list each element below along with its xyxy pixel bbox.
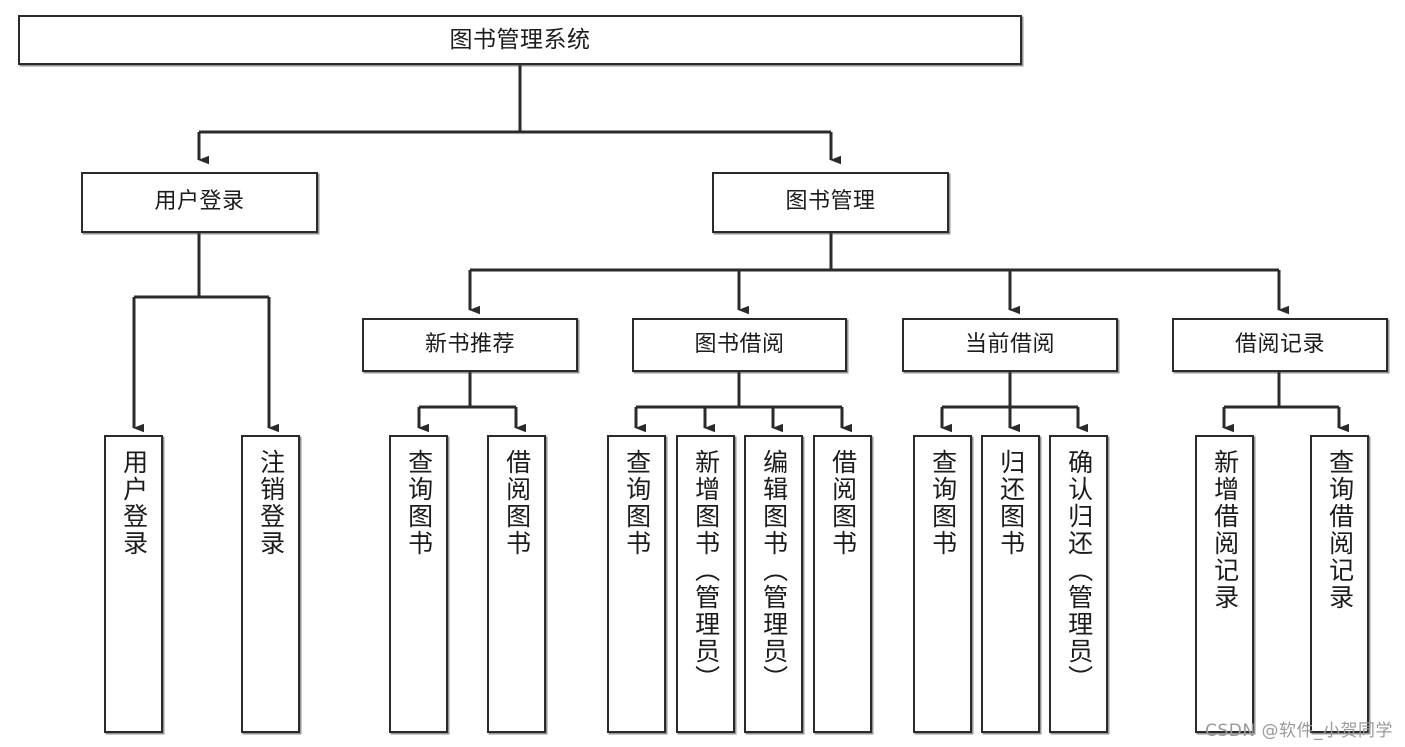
node-book-manage[interactable]: 图书管理 xyxy=(712,172,949,233)
node-label: 编辑图书（管理员） xyxy=(759,449,789,692)
leaf-query-record[interactable]: 查询借阅记录 xyxy=(1310,435,1369,733)
leaf-query-book-1[interactable]: 查询图书 xyxy=(389,435,448,733)
node-label: 查询图书 xyxy=(622,449,652,557)
node-label: 新增图书（管理员） xyxy=(691,449,721,692)
node-label: 借阅图书 xyxy=(828,449,858,557)
node-label: 查询图书 xyxy=(404,449,434,557)
leaf-add-book[interactable]: 新增图书（管理员） xyxy=(676,435,735,733)
node-borrow-record[interactable]: 借阅记录 xyxy=(1172,318,1388,372)
leaf-borrow-book-1[interactable]: 借阅图书 xyxy=(487,435,546,733)
leaf-query-book-2[interactable]: 查询图书 xyxy=(607,435,666,733)
leaf-add-record[interactable]: 新增借阅记录 xyxy=(1195,435,1254,733)
node-book-borrow[interactable]: 图书借阅 xyxy=(632,318,847,372)
node-user-login[interactable]: 用户登录 xyxy=(81,172,318,233)
node-label: 图书借阅 xyxy=(694,331,785,357)
node-label: 确认归还（管理员） xyxy=(1064,449,1094,692)
node-label: 借阅记录 xyxy=(1234,331,1325,357)
node-label: 用户登录 xyxy=(154,189,245,215)
leaf-return-book[interactable]: 归还图书 xyxy=(981,435,1040,733)
leaf-query-book-3[interactable]: 查询图书 xyxy=(913,435,972,733)
node-label: 图书管理 xyxy=(785,189,876,215)
leaf-confirm-return[interactable]: 确认归还（管理员） xyxy=(1049,435,1108,733)
node-label: 查询图书 xyxy=(928,449,958,557)
node-current-borrow[interactable]: 当前借阅 xyxy=(902,318,1118,372)
leaf-user-login[interactable]: 用户登录 xyxy=(104,435,163,733)
leaf-logout[interactable]: 注销登录 xyxy=(241,435,300,733)
node-new-book-recommend[interactable]: 新书推荐 xyxy=(362,318,578,372)
leaf-edit-book[interactable]: 编辑图书（管理员） xyxy=(744,435,803,733)
node-label: 注销登录 xyxy=(256,449,286,557)
node-label: 用户登录 xyxy=(119,449,149,557)
node-label: 新书推荐 xyxy=(424,331,515,357)
node-label: 图书管理系统 xyxy=(449,26,591,53)
node-label: 当前借阅 xyxy=(964,331,1055,357)
node-root-system[interactable]: 图书管理系统 xyxy=(18,15,1022,65)
node-label: 新增借阅记录 xyxy=(1210,449,1240,611)
node-label: 借阅图书 xyxy=(502,449,532,557)
node-label: 查询借阅记录 xyxy=(1325,449,1355,611)
node-label: 归还图书 xyxy=(996,449,1026,557)
leaf-borrow-book-2[interactable]: 借阅图书 xyxy=(813,435,872,733)
